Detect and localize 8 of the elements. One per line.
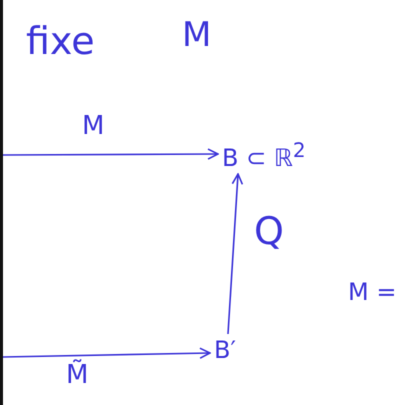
note-text: M = [348,280,396,304]
set-label: B′ [214,338,236,362]
note-text: M [182,18,212,52]
arrow [2,347,211,359]
set-label: B ⊂ ℝ$^{2}$ [222,140,306,170]
arrow [227,173,244,334]
arrow [3,148,219,160]
note-text: fixe [26,22,95,60]
